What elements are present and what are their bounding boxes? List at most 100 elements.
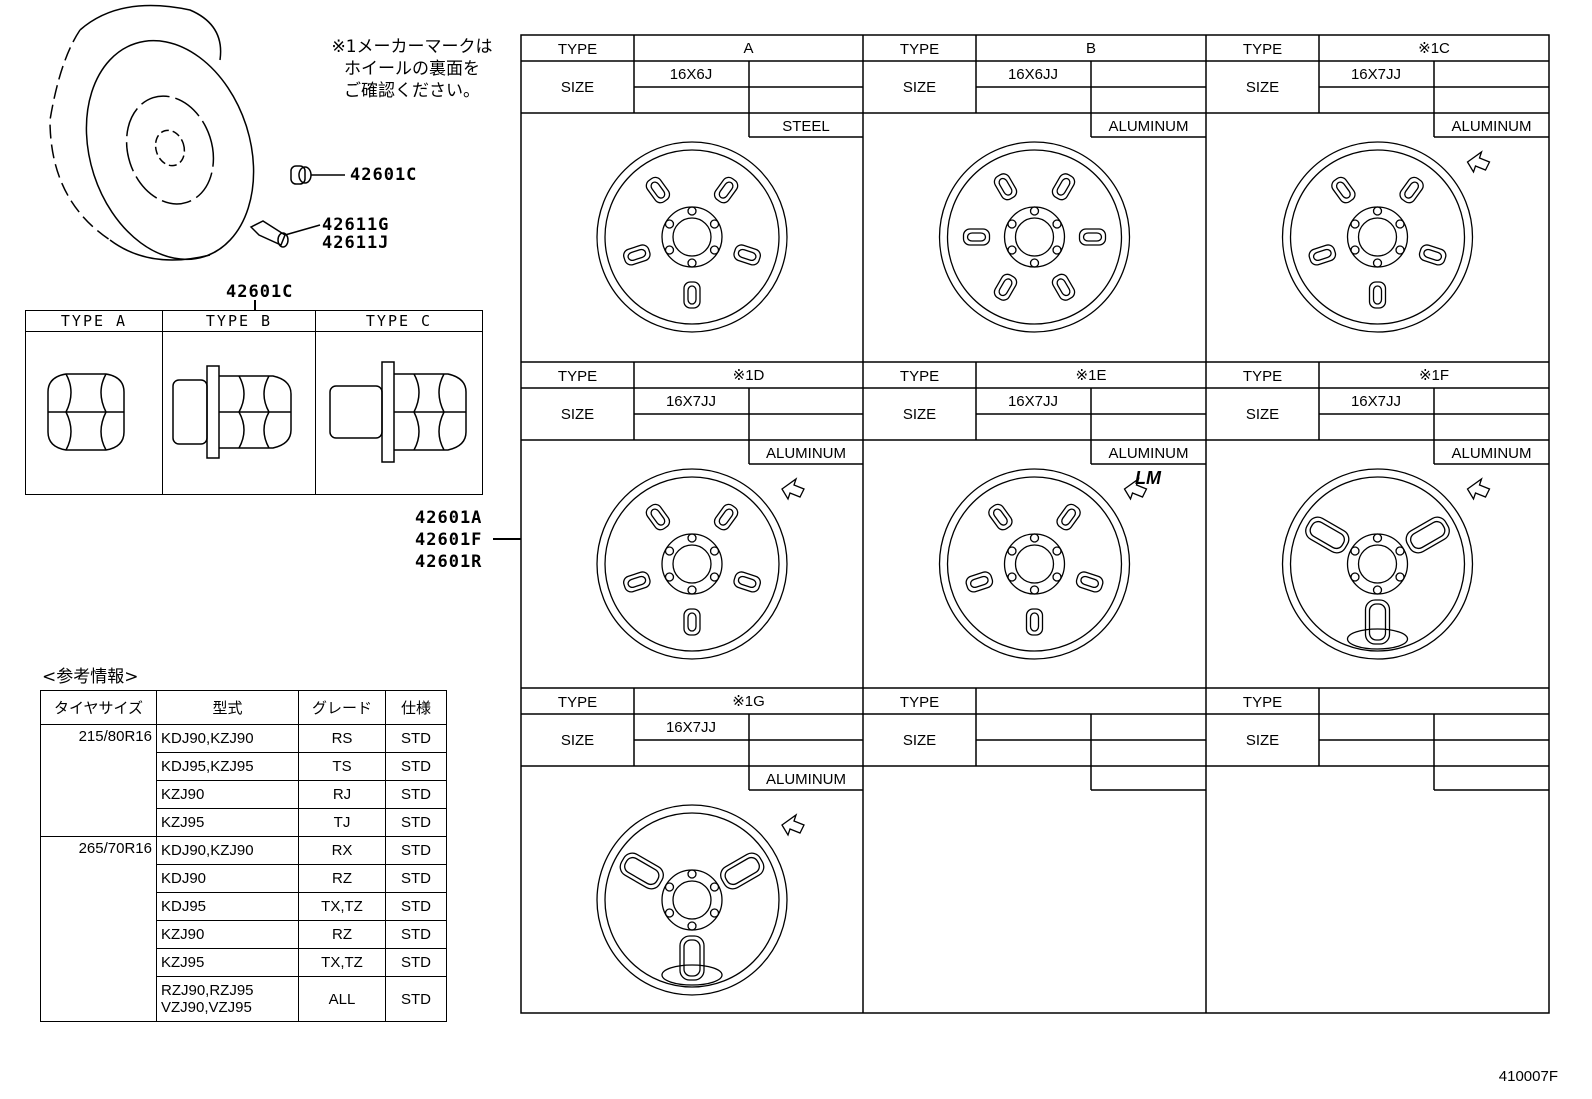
wheel-drawing-2 xyxy=(938,141,1131,333)
type-label: TYPE xyxy=(1243,368,1282,385)
spec-cell: STD xyxy=(385,976,447,1022)
nut-type-b-label: TYPE B xyxy=(162,310,316,332)
table-row: 215/80R16 KDJ90,KZJ90 RS STD xyxy=(40,724,447,837)
type-value: ※1C xyxy=(1418,40,1450,57)
diagram-code: 410007F xyxy=(1498,1068,1558,1085)
material-value: ALUMINUM xyxy=(1451,445,1531,462)
tire-size-cell: 265/70R16 xyxy=(40,836,157,1022)
nut-type-table: TYPE A TYPE B TYPE C xyxy=(25,310,483,495)
type-label: TYPE xyxy=(558,694,597,711)
part-number-wheel-1: 42601A xyxy=(415,508,483,528)
table-row: KDJ95 TX,TZ STD xyxy=(41,892,447,921)
tire-size-cell: 215/80R16 xyxy=(40,724,157,837)
reference-title: <参考情報> xyxy=(42,667,139,687)
header-spec: 仕様 xyxy=(385,690,447,725)
model-cell: KDJ90,KZJ90 xyxy=(156,724,299,753)
size-value: 16X7JJ xyxy=(1351,66,1401,83)
type-value: ※1F xyxy=(1419,367,1449,384)
nut-type-a-cell xyxy=(25,331,163,495)
wheel-drawing-1 xyxy=(596,141,788,333)
size-label: SIZE xyxy=(561,406,594,423)
size-label: SIZE xyxy=(903,79,936,96)
type-label: TYPE xyxy=(900,41,939,58)
part-number-valve-1: 42611G xyxy=(322,215,390,235)
wheel-leader-line xyxy=(493,538,521,540)
grade-cell: TJ xyxy=(298,808,386,837)
grade-cell: RJ xyxy=(298,780,386,809)
table-row: KZJ90 RJ STD xyxy=(41,780,447,809)
nut-type-c-label: TYPE C xyxy=(315,310,483,332)
model-cell: KZJ90 xyxy=(156,920,299,949)
type-value: ※1D xyxy=(733,367,765,384)
material-value: STEEL xyxy=(782,118,830,135)
spec-cell: STD xyxy=(385,864,447,893)
grade-cell: TX,TZ xyxy=(298,948,386,977)
grade-cell: RZ xyxy=(298,864,386,893)
part-number-wheel-2: 42601F xyxy=(415,530,483,550)
nut-type-c-icon xyxy=(329,361,467,463)
nut-type-c-cell xyxy=(315,331,483,495)
part-number-wheel-3: 42601R xyxy=(415,552,483,572)
size-label: SIZE xyxy=(1246,406,1279,423)
wheel-drawing-5 xyxy=(938,468,1148,660)
wheel-assembly-illustration xyxy=(49,4,255,261)
type-label: TYPE xyxy=(900,368,939,385)
grade-cell: TX,TZ xyxy=(298,892,386,921)
type-label: TYPE xyxy=(1243,694,1282,711)
nut-type-b-icon xyxy=(172,365,292,459)
table-row: KDJ90 RZ STD xyxy=(41,864,447,893)
size-label: SIZE xyxy=(903,406,936,423)
model-cell: KDJ95,KZJ95 xyxy=(156,752,299,781)
size-value: 16X6J xyxy=(670,66,713,83)
type-label: TYPE xyxy=(558,41,597,58)
material-value: ALUMINUM xyxy=(766,771,846,788)
size-value: 16X7JJ xyxy=(1008,393,1058,410)
type-label: TYPE xyxy=(558,368,597,385)
model-cell: KDJ90 xyxy=(156,864,299,893)
part-number-nut-group: 42601C xyxy=(226,282,294,302)
spec-cell: STD xyxy=(385,920,447,949)
material-value: ALUMINUM xyxy=(1108,118,1188,135)
nut-leader-line xyxy=(254,300,256,310)
table-row: RZJ90,RZJ95 VZJ90,VZJ95 ALL STD xyxy=(41,976,447,1022)
reference-table: タイヤサイズ 型式 グレード 仕様 215/80R16 KDJ90,KZJ90 … xyxy=(40,690,447,1022)
spec-cell: STD xyxy=(385,892,447,921)
type-value: B xyxy=(1086,40,1096,57)
wheel-drawing-6 xyxy=(1281,468,1491,660)
size-label: SIZE xyxy=(903,732,936,749)
size-label: SIZE xyxy=(1246,732,1279,749)
size-label: SIZE xyxy=(561,79,594,96)
size-label: SIZE xyxy=(561,732,594,749)
size-value: 16X7JJ xyxy=(666,719,716,736)
type-value: A xyxy=(743,40,753,57)
header-tire-size: タイヤサイズ xyxy=(40,690,157,725)
valve-cap-icon xyxy=(290,165,345,185)
header-grade: グレード xyxy=(298,690,386,725)
material-value: ALUMINUM xyxy=(1451,118,1531,135)
type-label: TYPE xyxy=(900,694,939,711)
size-value: 16X7JJ xyxy=(666,393,716,410)
material-value: ALUMINUM xyxy=(766,445,846,462)
material-value: ALUMINUM xyxy=(1108,445,1188,462)
model-cell: KZJ95 xyxy=(156,948,299,977)
nut-type-a-icon xyxy=(47,373,125,451)
wheel-drawing-7 xyxy=(596,804,805,996)
spec-cell: STD xyxy=(385,808,447,837)
maker-mark-note: ※1メーカーマークは ホイールの裏面を ご確認ください。 xyxy=(331,37,493,101)
nut-type-b-cell xyxy=(162,331,316,495)
grade-cell: ALL xyxy=(298,976,386,1022)
table-row: KZJ95 TJ STD xyxy=(41,808,447,837)
spec-cell: STD xyxy=(385,836,447,865)
grid-frame xyxy=(520,34,1550,1014)
wheel-drawing-4 xyxy=(596,468,805,660)
size-value: 16X7JJ xyxy=(1351,393,1401,410)
part-number-valve-2: 42611J xyxy=(322,233,390,253)
type-value: ※1G xyxy=(732,693,765,710)
valve-stem-icon xyxy=(249,220,321,248)
type-value: ※1E xyxy=(1076,367,1107,384)
grade-cell: RX xyxy=(298,836,386,865)
part-number-valve-cap: 42601C xyxy=(350,165,418,185)
reference-header-row: タイヤサイズ 型式 グレード 仕様 xyxy=(40,690,447,725)
grade-cell: RS xyxy=(298,724,386,753)
